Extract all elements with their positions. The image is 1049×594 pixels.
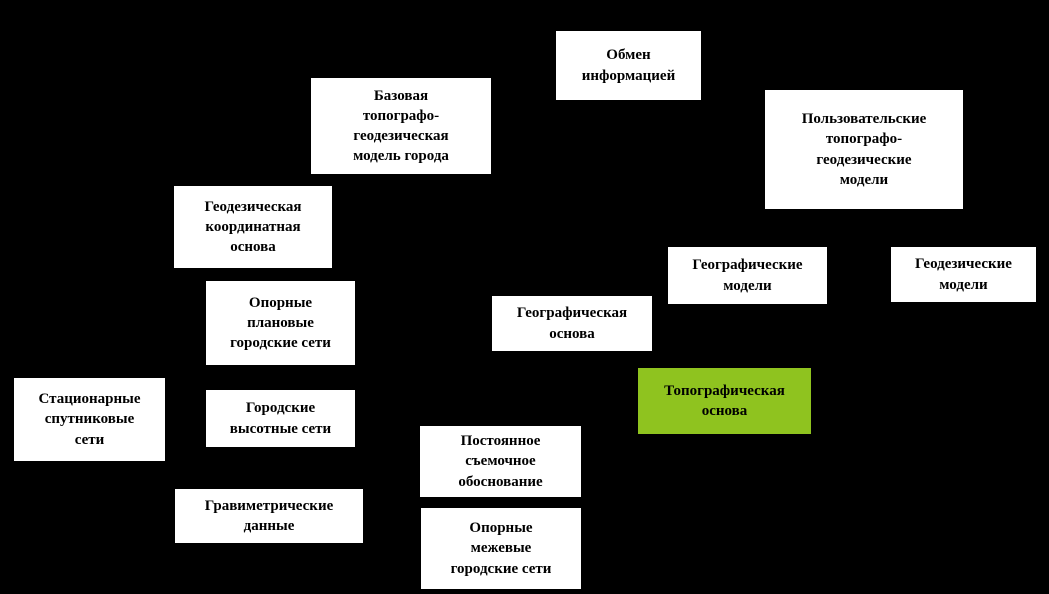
node-label: Геодезические модели (915, 256, 1012, 293)
node-topographic-basis: Топографическая основа (638, 368, 811, 434)
node-label: Опорные межевые городские сети (450, 520, 552, 577)
node-label: Географическая основа (516, 305, 628, 342)
node-label: Опорные плановые городские сети (230, 294, 331, 352)
node-permanent-survey-justification: Постоянное съемочное обоснование (420, 426, 581, 497)
node-label: Пользовательские топографо- геодезически… (801, 111, 927, 188)
node-label: Гравиметрические данные (204, 497, 334, 534)
node-label: Обмен информацией (581, 47, 676, 84)
node-base-topo-geodetic-city-model: Базовая топографо- геодезическая модель … (311, 78, 491, 174)
node-reference-boundary-city-networks: Опорные межевые городские сети (421, 508, 581, 589)
node-geodetic-models: Геодезические модели (891, 247, 1036, 302)
node-gravimetric-data: Гравиметрические данные (175, 489, 363, 543)
node-stationary-satellite-networks: Стационарные спутниковые сети (14, 378, 165, 461)
node-city-elevation-networks: Городские высотные сети (206, 390, 355, 447)
node-label: Городские высотные сети (229, 400, 332, 437)
node-label: Базовая топографо- геодезическая модель … (353, 87, 449, 165)
node-information-exchange: Обмен информацией (556, 31, 701, 100)
node-geographic-basis: Географическая основа (492, 296, 652, 351)
node-geodetic-coordinate-basis: Геодезическая координатная основа (174, 186, 332, 268)
node-label: Стационарные спутниковые сети (38, 391, 141, 448)
node-user-topo-geodetic-models: Пользовательские топографо- геодезически… (765, 90, 963, 209)
node-label: Географические модели (692, 257, 803, 294)
node-label: Постоянное съемочное обоснование (458, 433, 543, 490)
node-reference-planned-city-networks: Опорные плановые городские сети (206, 281, 355, 365)
node-label: Геодезическая координатная основа (204, 198, 302, 256)
node-label: Топографическая основа (664, 382, 785, 419)
node-geographic-models: Географические модели (668, 247, 827, 304)
